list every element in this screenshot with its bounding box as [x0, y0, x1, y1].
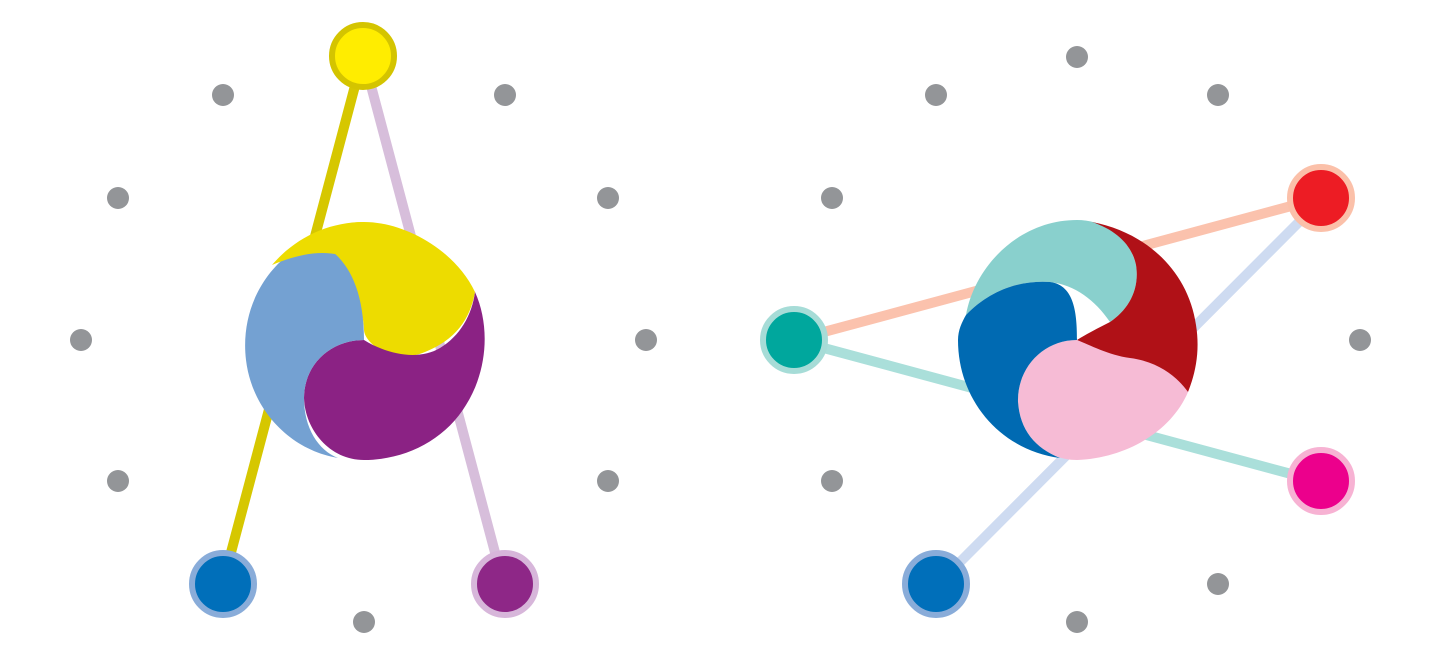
left-nodes [189, 22, 539, 618]
swirl-purple [304, 292, 485, 460]
right-swirl [958, 220, 1198, 460]
grid-dot [494, 84, 516, 106]
grid-dot [597, 187, 619, 209]
node-yellow [329, 22, 397, 90]
grid-dot [70, 329, 92, 351]
right-grid-dots [821, 46, 1371, 633]
grid-dot [1207, 573, 1229, 595]
grid-dot [821, 470, 843, 492]
grid-dot [1066, 46, 1088, 68]
left-diagram [70, 22, 657, 633]
node-blue [902, 550, 970, 618]
grid-dot [1349, 329, 1371, 351]
grid-dot [353, 611, 375, 633]
swirl-dark-red [1077, 222, 1198, 392]
node-purple [471, 550, 539, 618]
left-grid-dots [70, 84, 657, 633]
swirl-light-blue [245, 240, 364, 458]
grid-dot [212, 84, 234, 106]
right-diagram [760, 46, 1371, 633]
grid-dot [821, 187, 843, 209]
node-teal [760, 306, 828, 374]
swirl-teal [966, 220, 1137, 322]
swirl-yellow [312, 222, 475, 357]
grid-dot [1066, 611, 1088, 633]
grid-dot [107, 470, 129, 492]
grid-dot [107, 187, 129, 209]
node-red [1287, 164, 1355, 232]
swirl-blue [958, 281, 1077, 458]
swirl-pink [1017, 340, 1188, 460]
node-magenta [1287, 447, 1355, 515]
swirl-yellow-top-edge [272, 222, 364, 265]
node-blue [189, 550, 257, 618]
right-nodes [760, 164, 1355, 618]
grid-dot [635, 329, 657, 351]
grid-dot [925, 84, 947, 106]
grid-dot [597, 470, 619, 492]
grid-dot [1207, 84, 1229, 106]
left-swirl [245, 222, 485, 460]
